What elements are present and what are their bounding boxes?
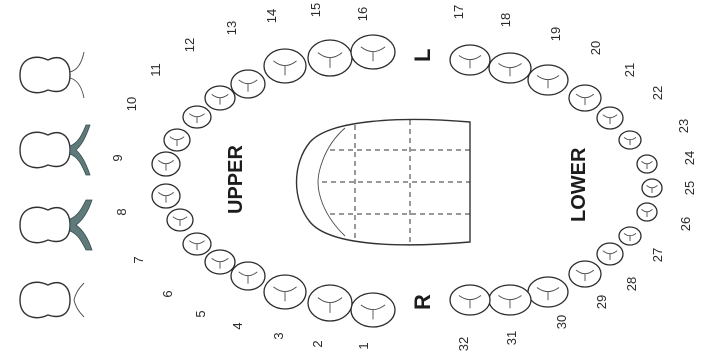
tooth-number-label: 17 [451, 5, 466, 19]
upper-arch-label: UPPER [225, 145, 247, 214]
tooth-crown [619, 131, 641, 149]
tooth-crown [308, 40, 352, 76]
tooth-crown [264, 49, 306, 83]
tooth-number-label: 1 [356, 342, 371, 349]
tooth-crown [569, 261, 601, 287]
tooth-crown [164, 129, 190, 151]
tooth-crown [152, 152, 180, 176]
tooth-crown [231, 70, 265, 98]
tooth-crown [264, 275, 306, 309]
tooth-crown [351, 35, 395, 69]
tooth-number-label: 6 [160, 290, 175, 297]
tooth-number-label: 22 [650, 86, 665, 100]
tooth-crown [528, 277, 568, 307]
tooth-number-label: 23 [676, 119, 691, 133]
tooth-crown [489, 285, 531, 315]
tooth-number-label: 27 [650, 248, 665, 262]
tooth-number-label: 10 [124, 97, 139, 111]
tooth-crown [308, 285, 352, 321]
tooth-number-label: 29 [594, 295, 609, 309]
tooth-number-label: 26 [678, 217, 693, 231]
lower-arch-label: LOWER [568, 147, 590, 222]
tooth-crown [597, 243, 623, 265]
tooth-crown [528, 65, 568, 95]
tooth-number-label: 30 [554, 315, 569, 329]
left-side-label: L [410, 49, 435, 62]
tooth-number-label: 31 [504, 331, 519, 345]
tooth-crown [183, 106, 211, 128]
tooth-number-label: 19 [548, 27, 563, 41]
tooth-crown [637, 155, 657, 173]
tooth-number-label: 16 [355, 7, 370, 21]
tooth-number-label: 12 [182, 38, 197, 52]
tooth-number-label: 18 [498, 13, 513, 27]
tooth-number-label: 3 [271, 332, 286, 339]
tooth-stage-icons [20, 52, 92, 318]
tooth-number-label: 21 [622, 63, 637, 77]
tooth-number-label: 28 [624, 277, 639, 291]
tooth-crown [489, 53, 531, 83]
tooth-crown [642, 179, 662, 197]
tooth-number-label: 2 [310, 340, 325, 347]
tooth-crown [183, 233, 211, 255]
right-side-label: R [410, 294, 435, 310]
tooth-crown [351, 293, 395, 327]
tooth-crown [205, 86, 235, 110]
tooth-crown [619, 227, 641, 245]
tooth-stage-icon [20, 200, 92, 250]
tooth-number-label: 14 [264, 9, 279, 23]
tooth-number-label: 9 [110, 154, 125, 161]
tooth-stage-icon [20, 282, 84, 317]
tooth-number-label: 13 [224, 21, 239, 35]
tooth-crown [569, 85, 601, 111]
tooth-stage-icon [20, 52, 84, 98]
tongue-outline [297, 119, 471, 244]
tooth-crown [167, 209, 193, 231]
tooth-number-label: 32 [456, 337, 471, 351]
tooth-number-label: 8 [114, 208, 129, 215]
tooth-crown [231, 262, 265, 290]
tooth-crown [450, 45, 490, 75]
tooth-number-label: 5 [193, 310, 208, 317]
tooth-crown [205, 250, 235, 274]
tooth-crown [450, 285, 490, 315]
tooth-number-label: 4 [230, 322, 245, 329]
tooth-number-label: 20 [588, 41, 603, 55]
tooth-number-label: 11 [148, 63, 163, 77]
tooth-number-label: 7 [131, 256, 146, 263]
tooth-number-label: 25 [682, 181, 697, 195]
tooth-crown [637, 203, 657, 221]
tooth-number-label: 15 [308, 3, 323, 17]
tooth-number-label: 24 [682, 151, 697, 165]
tooth-crown [152, 184, 180, 208]
tooth-crown [597, 107, 623, 129]
tooth-stage-icon [20, 125, 90, 175]
